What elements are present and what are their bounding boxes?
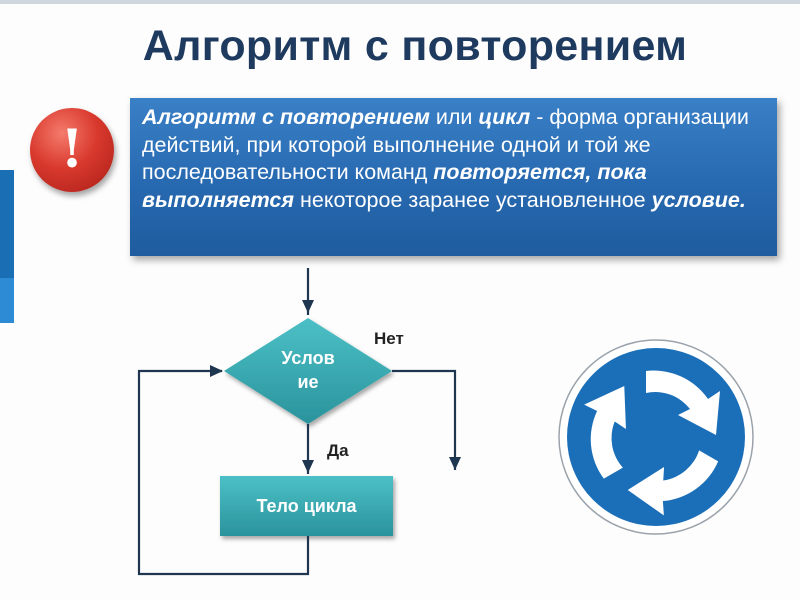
top-border <box>0 0 800 4</box>
definition-text: Алгоритм с повторением или цикл - форма … <box>142 104 765 214</box>
yes-arrow <box>302 460 314 473</box>
no-exit-arrow <box>449 457 461 470</box>
loop-back-line <box>137 369 310 576</box>
loop-body-node <box>220 476 393 536</box>
loop-body-label: Тело цикла <box>256 496 357 516</box>
no-branch-label: Нет <box>374 329 404 348</box>
entry-arrow <box>302 300 314 313</box>
page-title: Алгоритм с повторением <box>142 22 688 70</box>
definition-box: Алгоритм с повторением или цикл - форма … <box>130 98 777 256</box>
definition-run: или <box>429 105 479 129</box>
yes-branch-label: Да <box>327 441 349 460</box>
definition-emphasis: условие. <box>651 187 746 212</box>
roundabout-sign-icon <box>558 339 754 535</box>
exclamation-mark: ! <box>60 119 84 180</box>
condition-node <box>224 318 392 424</box>
left-accent-bar <box>0 170 14 278</box>
definition-emphasis: повторяется, пока выполняется <box>142 160 647 212</box>
definition-run: некоторое заранее установленное <box>294 187 652 212</box>
condition-label-line2: ие <box>297 372 319 392</box>
condition-label-line1: Услов <box>281 348 335 368</box>
exclamation-icon: ! <box>30 108 114 192</box>
left-accent-bar-light <box>0 278 14 323</box>
definition-run: - форма организации действий, при которо… <box>142 105 749 184</box>
no-exit-line <box>392 369 457 470</box>
loop-back-arrow <box>210 365 223 377</box>
definition-emphasis: цикл <box>478 105 531 129</box>
definition-emphasis: Алгоритм с повторением <box>142 105 430 129</box>
